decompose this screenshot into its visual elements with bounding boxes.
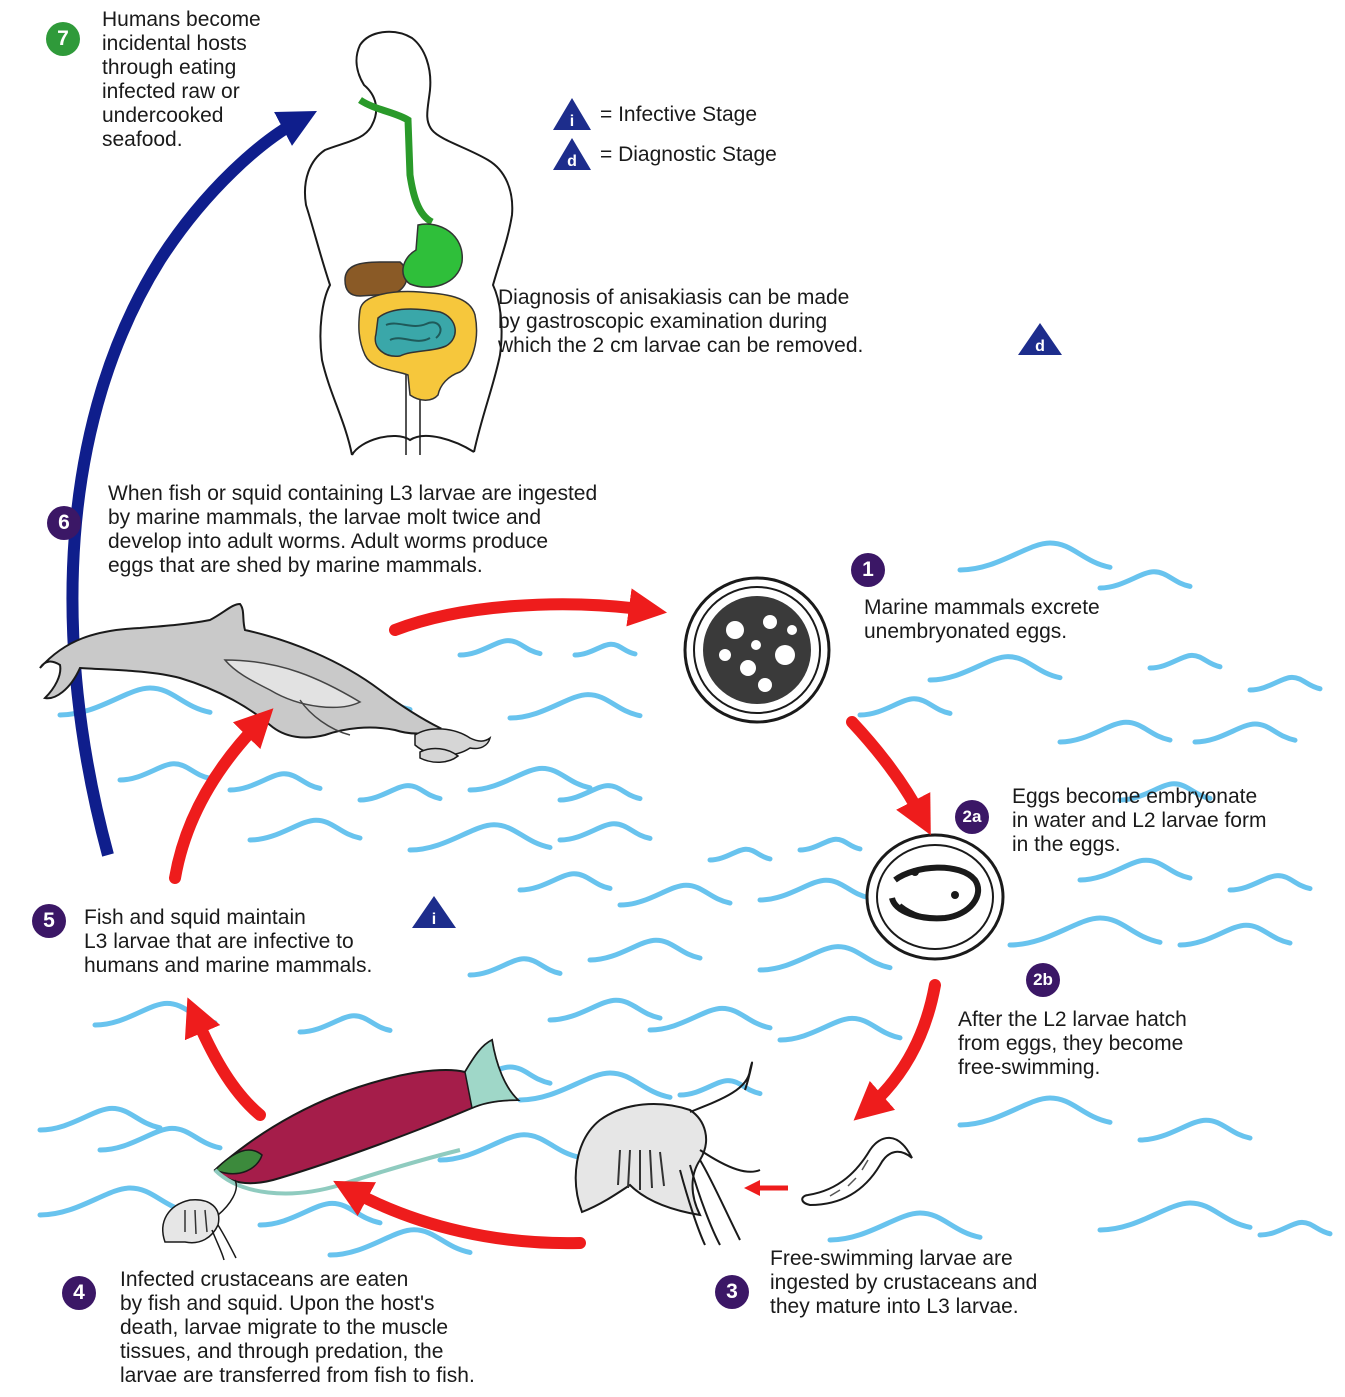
step-2b-badge: 2b <box>1026 963 1060 997</box>
water-wave <box>930 657 1060 680</box>
water-wave <box>1195 724 1295 742</box>
crustacean-icon <box>576 1063 760 1245</box>
diagnostic-stage-marker-icon: d <box>1018 323 1062 355</box>
water-wave <box>800 839 860 850</box>
step-6-text: When fish or squid containing L3 larvae … <box>108 482 597 578</box>
step5-symbol-text: i <box>432 911 436 928</box>
step-4-text: Infected crustaceans are eaten by fish a… <box>120 1268 475 1388</box>
step-2b-text: After the L2 larvae hatch from eggs, the… <box>958 1008 1187 1080</box>
step-2a-badge: 2a <box>955 800 989 834</box>
water-wave <box>1150 655 1220 668</box>
arrow-crustacean-to-fish <box>350 1190 580 1243</box>
water-wave <box>560 786 640 800</box>
diagnosis-symbol-text: d <box>1035 338 1045 355</box>
step-1-badge: 1 <box>851 553 885 587</box>
infective-symbol-text: i <box>570 113 574 130</box>
step-3-badge: 3 <box>715 1275 749 1309</box>
water-wave <box>1080 860 1190 880</box>
water-wave <box>230 774 320 790</box>
arrow-fish-to-mammal <box>175 722 260 878</box>
step-2a-text: Eggs become embryonate in water and L2 l… <box>1012 785 1266 857</box>
l2-larva-icon <box>802 1138 912 1205</box>
step-4-badge: 4 <box>62 1276 96 1310</box>
water-wave <box>590 940 700 960</box>
water-wave <box>550 1000 660 1020</box>
water-wave <box>1100 1203 1250 1230</box>
water-wave <box>710 849 770 860</box>
infective-stage-marker-icon: i <box>412 896 456 928</box>
water-wave <box>250 820 360 840</box>
step-6-badge: 6 <box>47 506 81 540</box>
water-wave <box>780 1018 900 1040</box>
water-wave <box>1140 1120 1250 1140</box>
water-wave <box>1230 876 1310 890</box>
water-wave <box>470 959 560 975</box>
water-wave <box>40 1188 190 1215</box>
water-wave <box>960 1098 1110 1125</box>
step-5-text: Fish and squid maintain L3 larvae that a… <box>84 906 372 978</box>
small-crustacean-icon <box>163 1180 237 1260</box>
water-wave <box>40 1108 160 1130</box>
water-wave <box>760 880 870 900</box>
water-wave <box>830 1213 980 1240</box>
water-wave <box>620 885 730 905</box>
small-fish-icon <box>415 729 490 762</box>
water-wave <box>440 1135 580 1160</box>
water-wave <box>1010 918 1160 945</box>
water-wave <box>1250 677 1320 690</box>
arrow-fish-to-fish <box>195 1015 260 1115</box>
arrow-egg-to-embryonated <box>852 722 922 818</box>
water-wave <box>860 699 950 715</box>
water-wave <box>360 786 440 800</box>
step-7-text: Humans become incidental hosts through e… <box>102 8 261 152</box>
infective-stage-icon: i <box>553 98 591 130</box>
water-wave <box>560 824 650 840</box>
diagnostic-symbol-text: d <box>567 153 577 170</box>
water-wave <box>1180 925 1290 945</box>
water-wave <box>470 768 590 790</box>
step-5-badge: 5 <box>32 904 66 938</box>
water-wave <box>520 874 610 890</box>
step-3-text: Free-swimming larvae are ingested by cru… <box>770 1247 1037 1319</box>
water-wave <box>1260 1222 1330 1235</box>
dolphin-icon <box>40 604 440 738</box>
step-1-text: Marine mammals excrete unembryonated egg… <box>864 596 1100 644</box>
water-wave <box>760 947 890 970</box>
water-wave <box>960 543 1110 570</box>
diagnosis-text: Diagnosis of anisakiasis can be made by … <box>498 286 863 358</box>
legend-diagnostic-label: = Diagnostic Stage <box>600 143 777 167</box>
water-wave <box>520 1073 670 1100</box>
legend-infective-label: = Infective Stage <box>600 103 757 127</box>
diagnostic-stage-icon: d <box>553 138 591 170</box>
step-7-badge: 7 <box>46 22 80 56</box>
water-wave <box>120 764 210 780</box>
water-wave <box>410 825 550 850</box>
water-wave <box>300 1016 390 1032</box>
arrow-embryonated-to-larva <box>868 985 935 1108</box>
water-wave <box>100 1128 220 1150</box>
arrow-mammal-to-egg <box>395 604 648 630</box>
embryonated-egg-icon <box>867 835 1003 959</box>
water-wave <box>1060 722 1170 742</box>
water-wave <box>260 1203 380 1225</box>
water-wave <box>575 644 635 655</box>
water-wave <box>1100 572 1190 588</box>
water-wave <box>510 695 640 718</box>
human-body-icon <box>305 32 512 455</box>
unembryonated-egg-icon <box>685 578 829 722</box>
water-wave <box>460 641 540 655</box>
water-wave <box>650 1008 770 1030</box>
